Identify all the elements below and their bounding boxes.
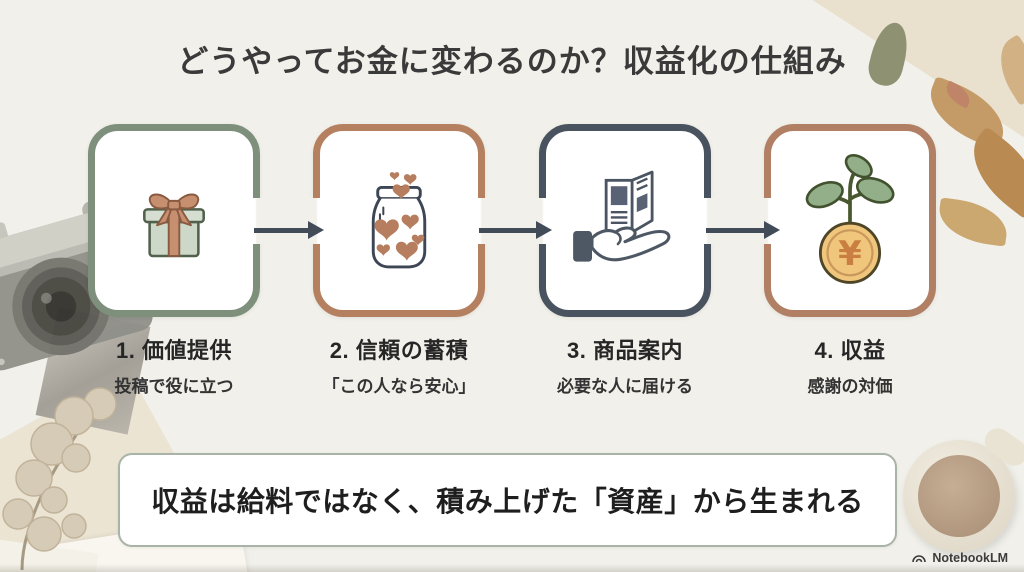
flow-step-2: 2. 信頼の蓄積 「この人なら安心」: [309, 124, 489, 397]
photo-edge-shadow: [0, 564, 1024, 572]
page-title: どうやってお金に変わるのか？収益化の仕組み: [177, 44, 847, 79]
coffee-mug-icon: [903, 423, 1024, 552]
jar-of-hearts-icon: [371, 171, 427, 268]
eucalyptus-branch-icon: [2, 387, 117, 571]
flow-step-1: 1. 価値提供 投稿で役に立つ: [86, 124, 264, 397]
step-label: 4. 収益: [814, 338, 886, 363]
step-4-icon-box: ¥: [760, 124, 936, 317]
brand-label: NotebookLM: [932, 551, 1008, 565]
coffee-surface: [918, 455, 1000, 537]
flow-step-3: 3. 商品案内 必要な人に届ける: [535, 124, 715, 397]
notebooklm-logo-icon: [912, 555, 927, 563]
notebooklm-watermark: NotebookLM: [911, 551, 1008, 565]
step-2-icon-box: [309, 124, 489, 317]
step-subtitle: 感謝の対価: [807, 377, 893, 396]
step-label: 3. 商品案内: [567, 338, 683, 363]
right-arrow-icon: [706, 221, 780, 239]
right-arrow-icon: [479, 221, 552, 239]
flow-step-4: ¥ 4. 収益 感謝の対価: [760, 124, 938, 397]
step-subtitle: 投稿で役に立つ: [114, 377, 234, 396]
conclusion-banner: 収益は給料ではなく、積み上げた「資産」から生まれる: [118, 453, 897, 547]
step-label: 1. 価値提供: [116, 338, 232, 363]
brochure-in-hand-icon: [573, 170, 671, 262]
step-1-icon-box: [88, 124, 264, 317]
step-label: 2. 信頼の蓄積: [329, 338, 469, 363]
step-subtitle: 「この人なら安心」: [322, 377, 476, 396]
svg-text:¥: ¥: [838, 233, 862, 273]
step-subtitle: 必要な人に届ける: [557, 377, 693, 396]
step-3-icon-box: [535, 124, 715, 317]
conclusion-text: 収益は給料ではなく、積み上げた「資産」から生まれる: [151, 486, 864, 517]
gift-icon: [143, 193, 205, 257]
coin-with-sprout-icon: ¥: [805, 153, 895, 284]
right-arrow-icon: [254, 221, 324, 239]
